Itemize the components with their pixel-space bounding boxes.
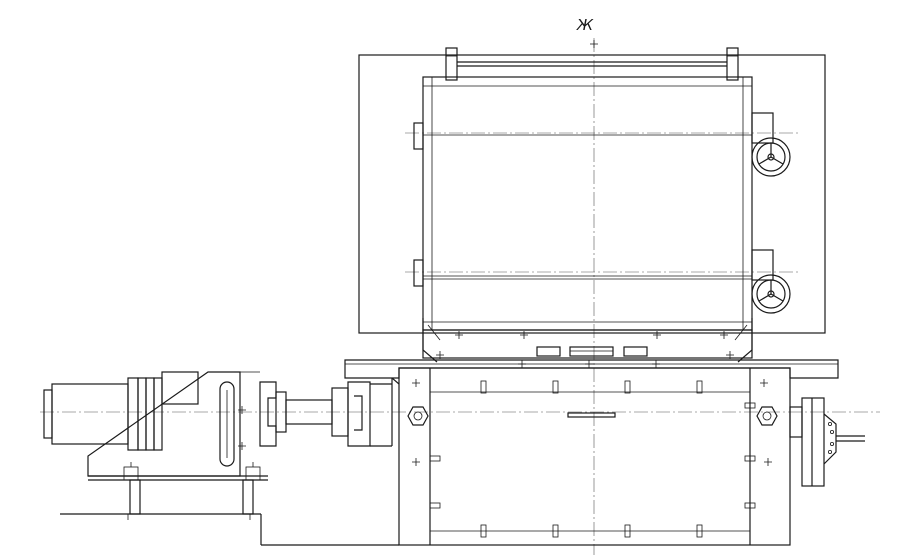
coupling [259,377,400,447]
enclosure-corner-brackets [422,318,753,363]
centerlines [40,38,880,555]
right-brackets [751,112,774,281]
lower-body [398,367,791,546]
left-base-frame [60,462,399,546]
handwheel-upper[interactable] [751,137,791,177]
left-hinges [413,122,424,287]
upper-enclosure [358,54,826,334]
motor-support-frame [87,371,268,481]
motor [43,371,199,451]
body-bolts [429,380,756,538]
hex-nut-right [756,406,778,426]
mounting-band [422,329,753,359]
handwheel-lower[interactable] [751,274,791,314]
hex-nut-left [407,406,429,426]
top-rail [445,47,739,81]
base-plate [344,359,839,379]
right-gear-assembly [789,397,865,487]
registration-marks [238,40,772,466]
view-label: Ж [576,16,594,34]
